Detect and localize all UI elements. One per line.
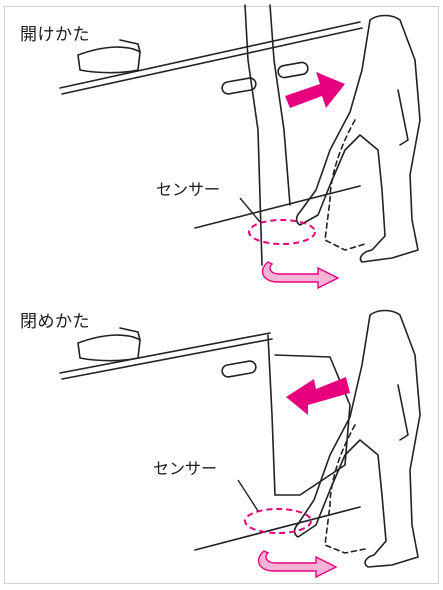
open-illustration xyxy=(59,4,421,290)
person-figure xyxy=(293,309,421,568)
curved-arrow-icon xyxy=(261,261,340,290)
arrow-right-icon xyxy=(285,72,345,108)
sensor-area-icon xyxy=(244,508,312,534)
sensor-label: センサー xyxy=(153,459,218,478)
open-section: 開けかた センサー xyxy=(0,0,443,290)
close-section: 閉めかた センサー xyxy=(0,295,443,585)
open-heading: 開けかた xyxy=(20,25,90,45)
door-handle-icon xyxy=(277,61,309,79)
side-mirror-icon xyxy=(77,46,141,74)
person-figure xyxy=(295,14,421,263)
door-handle-icon xyxy=(221,360,257,378)
side-mirror-icon xyxy=(77,334,141,362)
close-illustration xyxy=(59,309,421,579)
arrow-left-icon xyxy=(286,377,350,415)
sensor-label: センサー xyxy=(156,180,221,199)
close-heading: 閉めかた xyxy=(20,312,90,332)
sensor-area-icon xyxy=(248,219,316,245)
door-handle-icon xyxy=(221,77,257,95)
figure-frame xyxy=(4,6,439,584)
curved-arrow-icon xyxy=(257,550,338,579)
